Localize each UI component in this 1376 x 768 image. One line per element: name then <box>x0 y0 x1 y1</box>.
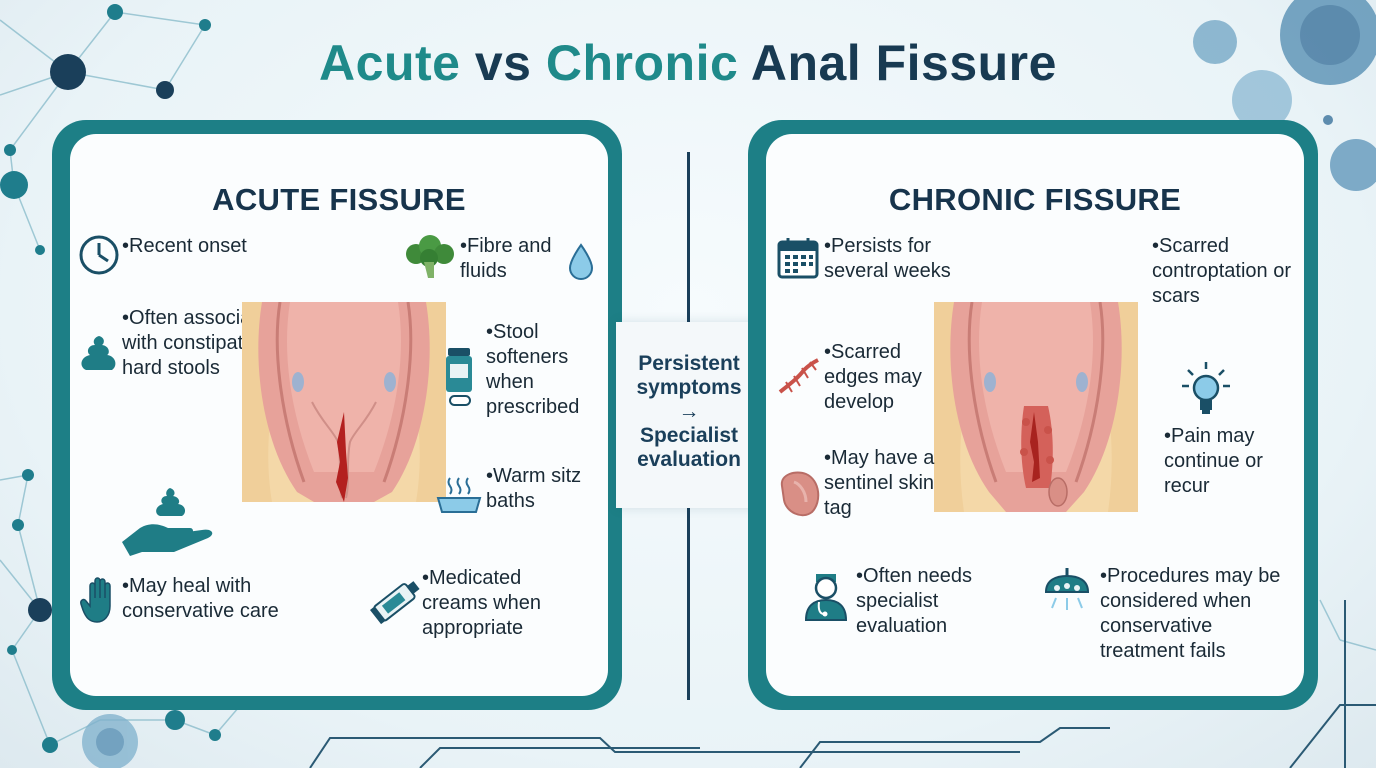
divider-bottom <box>687 508 690 700</box>
water-drop-icon <box>568 243 594 280</box>
doctor-icon <box>804 574 848 621</box>
chronic-item-procedures: Procedures may be considered when conser… <box>1100 564 1300 664</box>
hand-with-stool-icon <box>122 488 213 556</box>
chronic-heading: CHRONIC FISSURE <box>888 182 1182 217</box>
acute-item-sitz-baths: Warm sitz baths <box>486 464 606 514</box>
chronic-item-pain: Pain may continue or recur <box>1164 424 1304 499</box>
hand-icon <box>80 577 111 623</box>
broccoli-icon <box>406 235 454 278</box>
chronic-panel: CHRONIC FISSURE Persists for several wee… <box>748 120 1318 710</box>
sitz-bath-icon <box>436 477 482 513</box>
chronic-item-scarred-edges: Scarred edges may develop <box>824 340 944 415</box>
chronic-item-sentinel-tag: May have a sentinel skin tag <box>824 446 944 521</box>
acute-anatomy-illustration <box>242 302 446 502</box>
right-arrow: → <box>678 400 700 423</box>
acute-panel-inner: ACUTE FISSURE Recent onset Fibre and flu… <box>70 134 608 696</box>
chronic-anatomy-illustration <box>934 302 1138 512</box>
scar-icon <box>778 358 819 394</box>
acute-panel: ACUTE FISSURE Recent onset Fibre and flu… <box>52 120 622 710</box>
acute-item-recent-onset: Recent onset <box>122 234 322 259</box>
chronic-panel-inner: CHRONIC FISSURE Persists for several wee… <box>766 134 1304 696</box>
acute-item-medicated-creams: Medicated creams when appropriate <box>422 566 582 641</box>
pill-bottle-icon <box>446 348 472 406</box>
divider-top <box>687 152 690 322</box>
chronic-item-scarred-scars: Scarred controptation or scars <box>1152 234 1302 309</box>
clock-icon <box>79 235 119 275</box>
acute-item-stool-softeners: Stool softeners when prescribed <box>486 320 616 420</box>
title-acute: Acute <box>319 35 461 91</box>
transition-text: Persistent symptoms → Specialist evaluat… <box>616 352 762 472</box>
title-vs: vs <box>474 35 532 91</box>
calendar-icon <box>777 238 819 279</box>
page-title: Acute vs Chronic Anal Fissure <box>0 34 1376 92</box>
title-chronic: Chronic <box>545 35 739 91</box>
chronic-item-persists: Persists for several weeks <box>824 234 994 284</box>
acute-item-heal-conservative: May heal with conservative care <box>122 574 302 624</box>
skin-tag-icon <box>780 471 820 517</box>
acute-item-fibre: Fibre and fluids <box>460 234 570 284</box>
stool-icon <box>81 336 116 370</box>
transition-box: Persistent symptoms → Specialist evaluat… <box>616 322 762 508</box>
acute-heading: ACUTE FISSURE <box>212 182 466 217</box>
title-anal-fissure: Anal Fissure <box>750 35 1057 91</box>
cream-tube-icon <box>369 581 420 625</box>
chronic-item-specialist: Often needs specialist evaluation <box>856 564 1006 639</box>
surgical-lamp-icon <box>1044 568 1090 610</box>
lightbulb-icon <box>1182 362 1230 414</box>
